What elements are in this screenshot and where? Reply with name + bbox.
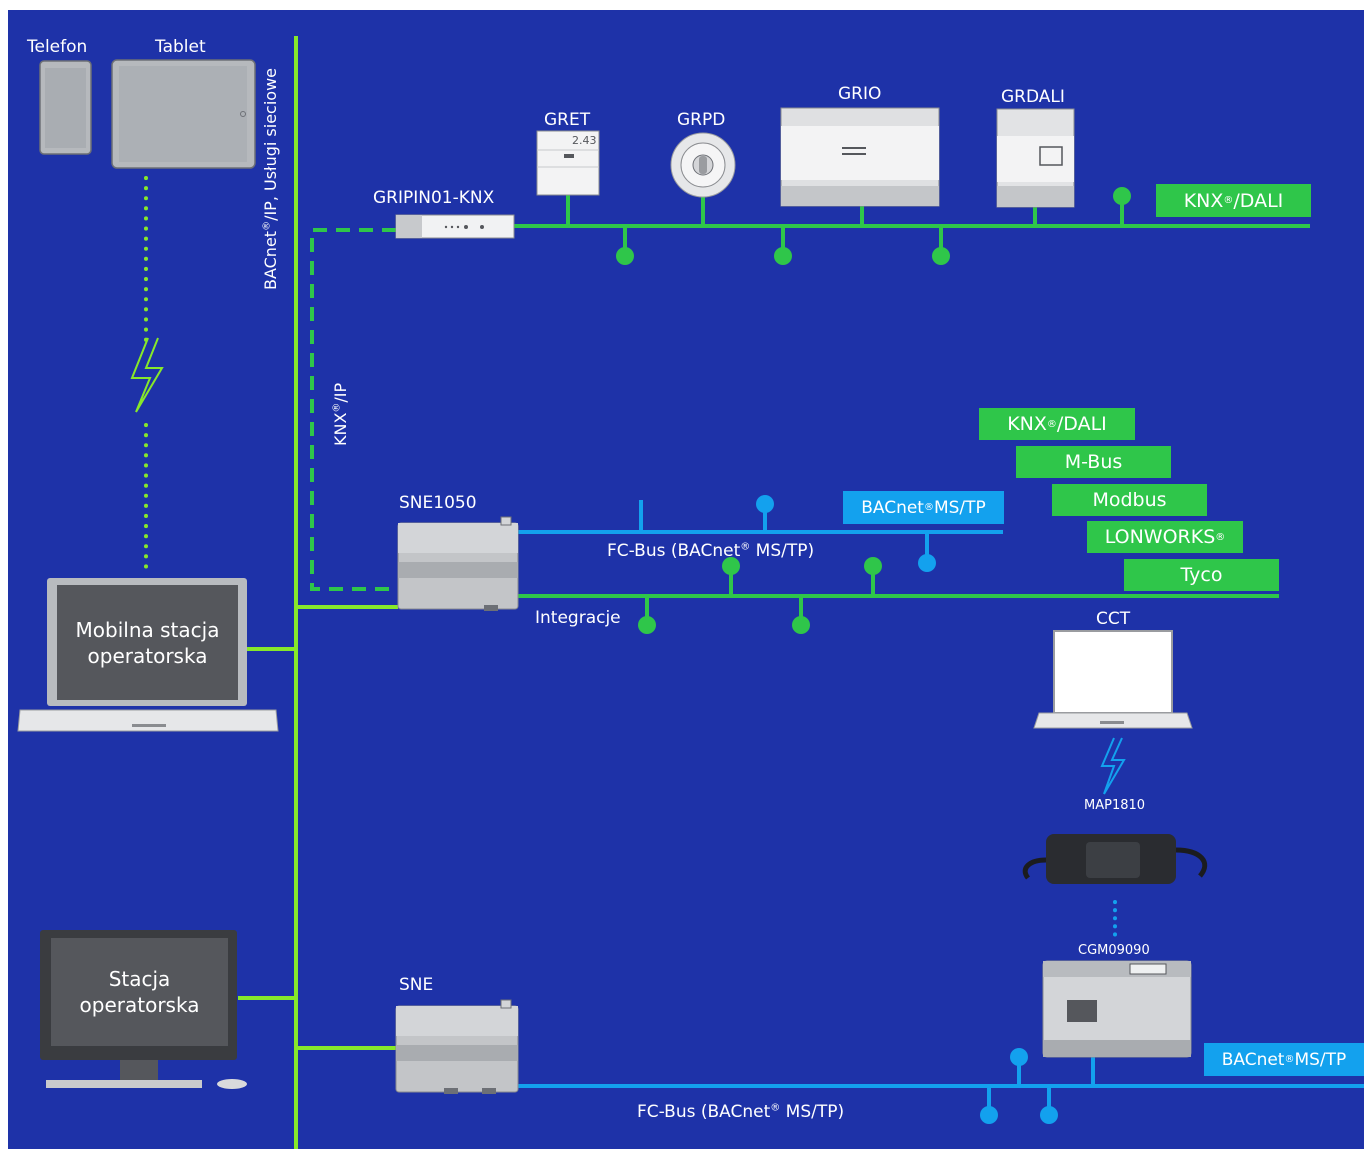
bacnet-mstp-badge-bottom: BACnet® MS/TP [1204,1043,1364,1076]
fcbus-bottom [518,1056,1364,1114]
knxip-dashed [310,228,398,591]
cgm09090-label: CGM09090 [1078,943,1150,958]
integration-label: Integracje [535,608,621,628]
gret-display: 2.43 [572,134,597,147]
integration-knx-dali: KNX®/DALI [979,408,1135,440]
knx-dali-bus [513,194,1310,255]
wireless-bolt [130,337,164,413]
gret-device [536,130,600,196]
map1810-label: MAP1810 [1084,798,1146,813]
knx-ip-label: KNX®/IP [331,382,350,446]
desktop-device [40,930,247,1089]
gripin-label: GRIPIN01-KNX [373,188,495,208]
grpd-label: GRPD [677,110,726,130]
grdali-label: GRDALI [1001,87,1065,107]
map1810-device [1022,834,1208,884]
ip-backbone [238,36,398,1149]
integration-mbus: M-Bus [1016,446,1171,478]
phone-device [39,60,92,155]
tablet-device [111,59,256,169]
fcbus-top-label: FC-Bus (BACnet® MS/TP) [607,541,815,561]
bacnet-ip-label: BACnet®/IP, Usługi sieciowe [261,67,280,290]
fcbus-top-nodes [756,495,936,572]
gret-label: GRET [544,110,591,130]
cct-wireless-bolt [1100,737,1126,795]
sne-label: SNE [399,975,434,995]
gripin-device [395,214,515,239]
integration-tyco: Tyco [1124,559,1279,591]
knx-dali-bus-badge: KNX®/DALI [1156,184,1311,217]
cct-laptop-device [1033,630,1193,729]
sne1050-label: SNE1050 [399,493,477,513]
cgm09090-device [1042,960,1192,1058]
tablet-label: Tablet [155,37,206,57]
integration-nodes [638,557,882,634]
bacnet-mstp-badge-top: BACnet® MS/TP [843,491,1004,524]
phone-label: Telefon [27,37,88,57]
grpd-device [670,132,736,198]
knx-dali-nodes [616,187,1131,265]
sne-device [395,999,519,1094]
cct-label: CCT [1096,609,1131,629]
fcbus-top [518,500,1003,562]
integration-lonworks: LONWORKS® [1087,521,1243,553]
grio-device [780,107,940,207]
laptop-device [17,578,279,732]
fcbus-bottom-nodes [980,1048,1058,1124]
grio-label: GRIO [838,84,882,104]
grdali-device [996,108,1075,208]
sne1050-device [397,516,519,611]
integration-modbus: Modbus [1052,484,1207,516]
fcbus-bottom-label: FC-Bus (BACnet® MS/TP) [637,1102,845,1122]
